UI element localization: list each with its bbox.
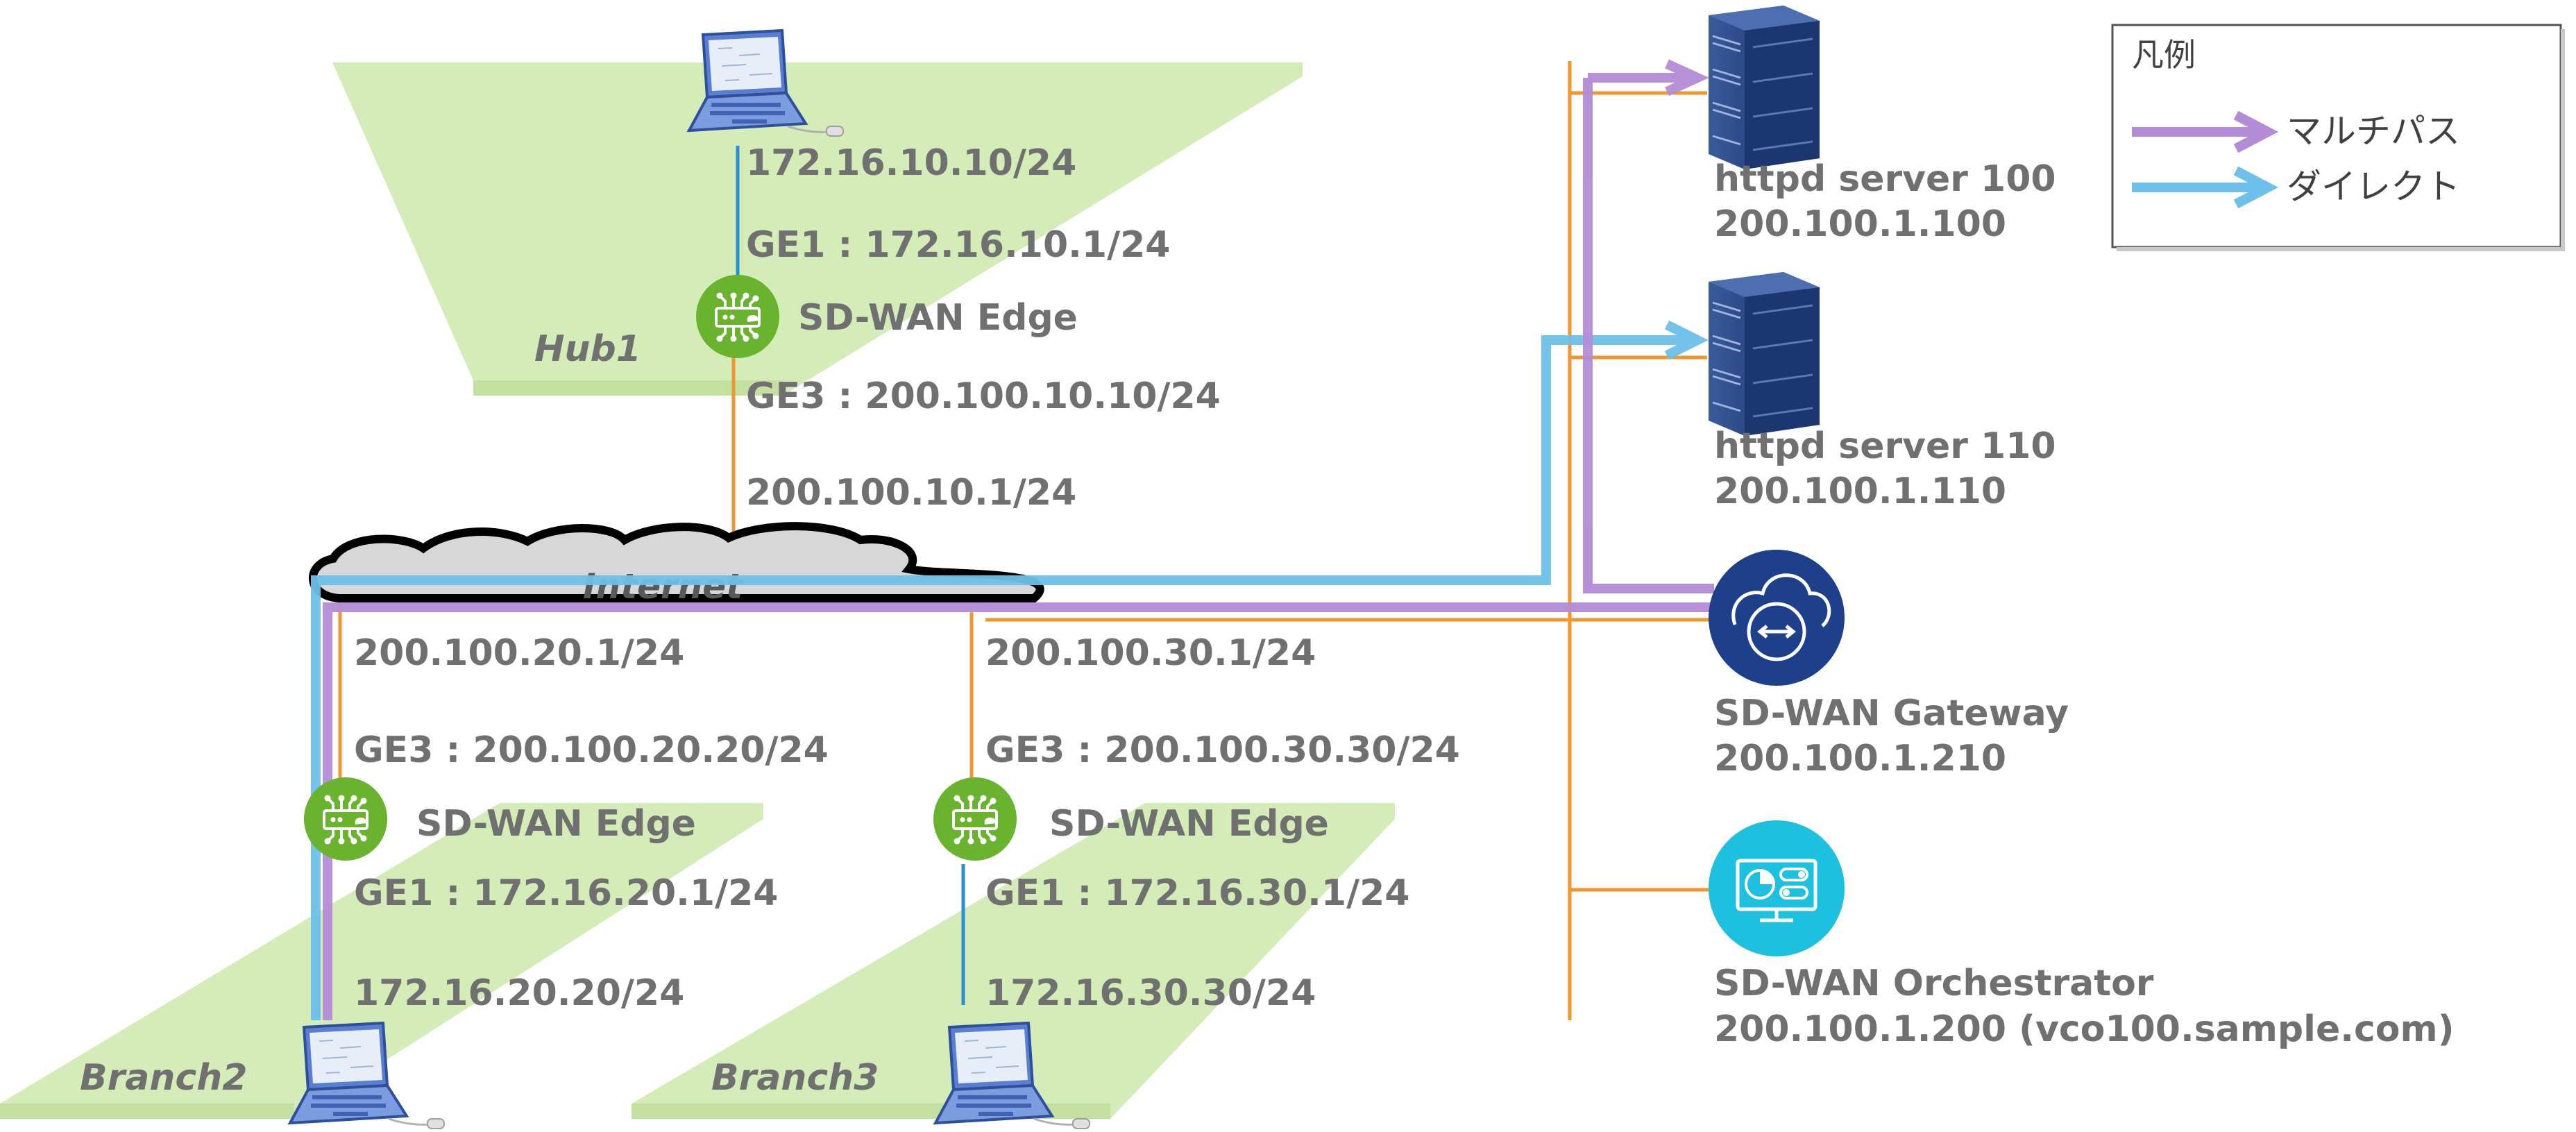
branch3-site-platform xyxy=(632,803,1395,1119)
branch2-gateway-ip: 200.100.20.1/24 xyxy=(354,632,684,674)
internet-label: Internet xyxy=(583,566,744,607)
branch3-gateway-ip: 200.100.30.1/24 xyxy=(985,632,1316,674)
hub1-site-label: Hub1 xyxy=(534,328,641,370)
multipath-path xyxy=(323,59,1714,1020)
gateway-icon xyxy=(1709,550,1845,686)
branch2-site-platform xyxy=(0,803,763,1119)
branch3-site-label: Branch3 xyxy=(711,1057,879,1099)
branch2-ge1: GE1 : 172.16.20.1/24 xyxy=(354,872,778,914)
hub1-site-platform xyxy=(332,62,1303,396)
lan-links xyxy=(736,146,965,1005)
hub1-gateway-ip: 200.100.10.1/24 xyxy=(746,472,1076,514)
hub1-pc-ip: 172.16.10.10/24 xyxy=(746,142,1076,184)
branch3-ge3: GE3 : 200.100.30.30/24 xyxy=(985,729,1460,771)
hub1-edge-label: SD-WAN Edge xyxy=(798,297,1078,339)
httpd-server-100-icon xyxy=(1707,4,1821,171)
branch2-laptop-icon xyxy=(289,1022,446,1130)
branch2-ge3: GE3 : 200.100.20.20/24 xyxy=(354,729,829,771)
branch2-platform-edge xyxy=(0,1104,294,1119)
hub1-ge3: GE3 : 200.100.10.10/24 xyxy=(746,375,1221,417)
hub1-ge1: GE1 : 172.16.10.1/24 xyxy=(746,224,1170,266)
legend-multipath-label: マルチパス xyxy=(2287,111,2460,151)
internet-cloud: Internet xyxy=(309,522,1044,607)
branch2-edge-label: SD-WAN Edge xyxy=(416,803,696,845)
legend-title: 凡例 xyxy=(2132,36,2196,74)
branch3-ge1: GE1 : 172.16.30.1/24 xyxy=(985,872,1409,914)
orchestrator-name: SD-WAN Orchestrator xyxy=(1714,963,2154,1004)
legend-multipath-arrow xyxy=(2132,110,2279,153)
server-100-ip: 200.100.1.100 xyxy=(1714,203,2006,245)
server-110-name: httpd server 110 xyxy=(1714,425,2056,467)
server-110-ip: 200.100.1.110 xyxy=(1714,471,2006,512)
direct-path xyxy=(311,320,1709,1020)
branch3-edge-label: SD-WAN Edge xyxy=(1049,803,1329,845)
gateway-name: SD-WAN Gateway xyxy=(1714,693,2069,734)
legend-direct-arrow xyxy=(2132,166,2279,209)
gateway-ip: 200.100.1.210 xyxy=(1714,738,2006,779)
server-100-name: httpd server 100 xyxy=(1714,158,2056,200)
legend-direct-label: ダイレクト xyxy=(2287,167,2460,207)
orchestrator-ip: 200.100.1.200 (vco100.sample.com) xyxy=(1714,1008,2454,1050)
branch3-edge-icon xyxy=(932,776,1018,862)
branch3-pc-ip: 172.16.30.30/24 xyxy=(985,972,1316,1014)
legend: 凡例 マルチパス ダイレクト xyxy=(2111,24,2565,251)
orchestrator-icon xyxy=(1709,820,1845,956)
branch2-site-label: Branch2 xyxy=(80,1057,247,1099)
branch2-edge-icon xyxy=(303,776,389,862)
hub1-platform-edge xyxy=(473,380,783,396)
hub1-edge-icon xyxy=(695,273,781,360)
branch2-pc-ip: 172.16.20.20/24 xyxy=(354,972,684,1014)
httpd-server-110-icon xyxy=(1707,271,1821,437)
